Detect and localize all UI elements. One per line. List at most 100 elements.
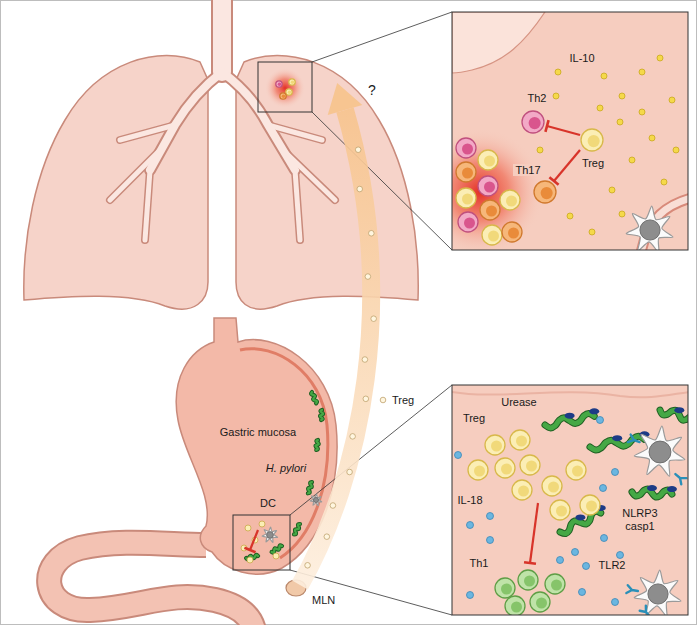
treg-cell: [516, 436, 527, 447]
treg-cell: [495, 458, 515, 478]
il10-dot: [629, 157, 635, 163]
treg-cell: [362, 357, 368, 363]
th2-cell: [478, 176, 498, 196]
th2-cell: [458, 212, 478, 232]
th2-cell: [522, 111, 544, 133]
th2-cell: [462, 144, 473, 155]
treg-cell: [550, 500, 570, 520]
dendritic-cell: [640, 220, 660, 240]
il10-dot: [617, 119, 623, 125]
th17-cell: [480, 200, 500, 220]
treg-cell: [488, 231, 499, 242]
h-pylori-bacterium: [545, 413, 594, 427]
th2-cell: [456, 138, 476, 158]
inhibition-mark: [530, 503, 538, 563]
th1-cell: [495, 578, 515, 598]
treg-cell: [286, 89, 292, 95]
th2-cell: [458, 212, 478, 232]
il10-dot: [567, 213, 573, 219]
migration-arrow: [328, 83, 363, 115]
lung-inset: [416, 12, 697, 260]
th17-cell: [541, 187, 553, 199]
treg-cell: [286, 89, 292, 95]
il10-dot: [597, 105, 603, 111]
treg-cell: [371, 316, 377, 322]
th1-cell: [524, 576, 535, 587]
lung-cells-small: [276, 79, 295, 99]
il18-dot: [617, 552, 624, 559]
lungs: [24, 55, 208, 309]
treg-cell: [456, 188, 476, 208]
th2-cell: [529, 117, 541, 129]
treg-cell: [289, 79, 295, 85]
dendritic-cell: [313, 497, 318, 502]
th2-cell: [478, 176, 498, 196]
th2-cell: [464, 218, 475, 229]
th1-cell: [495, 578, 515, 598]
il10-dot: [537, 147, 543, 153]
treg-cell: [588, 135, 600, 147]
treg-cell: [245, 525, 251, 531]
stomach: [176, 318, 337, 574]
lungs: [110, 0, 335, 240]
h-pylori-bacterium: [316, 440, 319, 450]
treg-cell: [456, 188, 476, 208]
treg-cell: [305, 563, 311, 569]
urease-blob: [612, 435, 622, 441]
h-pylori-bacterium: [311, 392, 317, 403]
th2-cell: [522, 111, 544, 133]
treg-cell: [357, 186, 363, 192]
lungs: [213, 0, 231, 72]
h-pylori-bacterium: [311, 392, 317, 403]
treg-cell: [566, 460, 586, 480]
treg-cell: [512, 480, 532, 500]
il10-dot: [639, 109, 645, 115]
il18-dot: [467, 592, 474, 599]
lungs: [110, 125, 335, 240]
il10-dot: [619, 211, 625, 217]
th1-cell: [505, 596, 525, 615]
lung-inset: [452, 12, 688, 250]
stomach-inset: [452, 385, 688, 615]
migration-arrow: [300, 110, 371, 585]
h-pylori-bacterium: [311, 392, 317, 403]
figure-label: Th1: [468, 557, 491, 570]
h-pylori-bacterium: [272, 545, 282, 552]
th2-cell: [278, 83, 282, 87]
inhibition-mark: [524, 562, 536, 564]
tlr2-receptor: [673, 471, 687, 484]
treg-cell: [548, 482, 559, 493]
th17-cell: [282, 95, 286, 99]
th2-cell: [484, 182, 495, 193]
treg-cell: [572, 466, 583, 477]
lungs: [211, 0, 233, 72]
stomach-inset: [452, 392, 688, 397]
tlr2-receptor: [626, 585, 638, 595]
treg-cell: [491, 441, 502, 452]
treg-cell: [581, 129, 603, 151]
il18-dot: [557, 557, 564, 564]
h-pylori-bacterium: [320, 410, 323, 420]
treg-cell: [566, 460, 586, 480]
stomach-inset: [452, 385, 688, 615]
migration-arrow: [300, 83, 371, 585]
urease-blob: [589, 408, 599, 414]
dendritic-cell: [626, 206, 673, 250]
treg-cell: [482, 225, 502, 245]
treg-cell: [510, 430, 530, 450]
figure-label: DC: [258, 497, 278, 510]
th1-cell: [545, 574, 565, 594]
il18-dot: [612, 599, 619, 606]
treg-cell: [495, 458, 515, 478]
treg-cell: [347, 469, 353, 475]
tlr2-receptor: [628, 435, 641, 446]
figure-label: ?: [366, 82, 378, 98]
th17-cell: [486, 206, 497, 217]
treg-cell: [501, 464, 512, 475]
treg-cell: [468, 460, 488, 480]
figure-label: Treg: [390, 394, 416, 407]
th2-cell: [276, 81, 282, 87]
lung-inset: [452, 12, 688, 250]
